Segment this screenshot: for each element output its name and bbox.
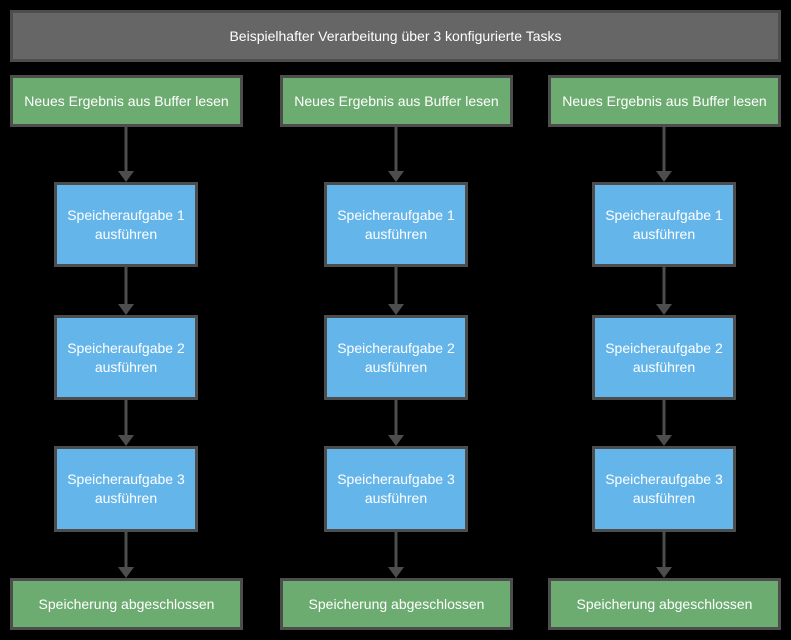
end-box: Speicherung abgeschlossen xyxy=(280,578,513,630)
task-box: Speicheraufgabe 2 ausführen xyxy=(592,315,736,400)
arrow-down-icon xyxy=(388,567,404,578)
connector-arrow xyxy=(118,400,134,446)
arrow-down-icon xyxy=(388,304,404,315)
connector-arrow xyxy=(388,532,404,578)
connector-arrow xyxy=(656,267,672,315)
connector-arrow xyxy=(388,127,404,182)
arrow-down-icon xyxy=(656,304,672,315)
arrow-down-icon xyxy=(656,567,672,578)
start-box: Neues Ergebnis aus Buffer lesen xyxy=(548,75,781,127)
arrow-line xyxy=(124,532,128,568)
arrow-down-icon xyxy=(388,171,404,182)
arrow-line xyxy=(394,400,398,436)
arrow-line xyxy=(124,127,128,172)
arrow-line xyxy=(124,267,128,305)
start-box: Neues Ergebnis aus Buffer lesen xyxy=(280,75,513,127)
task-box: Speicheraufgabe 2 ausführen xyxy=(54,315,198,400)
task-box: Speicheraufgabe 1 ausführen xyxy=(54,182,198,267)
arrow-down-icon xyxy=(388,435,404,446)
arrow-line xyxy=(394,127,398,172)
arrow-line xyxy=(662,127,666,172)
connector-arrow xyxy=(118,267,134,315)
end-box: Speicherung abgeschlossen xyxy=(10,578,243,630)
arrow-down-icon xyxy=(118,304,134,315)
arrow-line xyxy=(662,400,666,436)
connector-arrow xyxy=(656,400,672,446)
connector-arrow xyxy=(656,127,672,182)
connector-arrow xyxy=(388,400,404,446)
connector-arrow xyxy=(388,267,404,315)
arrow-down-icon xyxy=(118,435,134,446)
end-box: Speicherung abgeschlossen xyxy=(548,578,781,630)
diagram-title: Beispielhafter Verarbeitung über 3 konfi… xyxy=(10,10,781,62)
task-box: Speicheraufgabe 1 ausführen xyxy=(324,182,468,267)
task-box: Speicheraufgabe 3 ausführen xyxy=(54,446,198,532)
arrow-line xyxy=(394,532,398,568)
connector-arrow xyxy=(656,532,672,578)
connector-arrow xyxy=(118,127,134,182)
task-box: Speicheraufgabe 3 ausführen xyxy=(592,446,736,532)
task-box: Speicheraufgabe 1 ausführen xyxy=(592,182,736,267)
task-box: Speicheraufgabe 3 ausführen xyxy=(324,446,468,532)
task-box: Speicheraufgabe 2 ausführen xyxy=(324,315,468,400)
arrow-down-icon xyxy=(656,171,672,182)
arrow-line xyxy=(662,267,666,305)
arrow-line xyxy=(662,532,666,568)
arrow-line xyxy=(394,267,398,305)
arrow-line xyxy=(124,400,128,436)
arrow-down-icon xyxy=(118,567,134,578)
arrow-down-icon xyxy=(118,171,134,182)
connector-arrow xyxy=(118,532,134,578)
arrow-down-icon xyxy=(656,435,672,446)
start-box: Neues Ergebnis aus Buffer lesen xyxy=(10,75,243,127)
